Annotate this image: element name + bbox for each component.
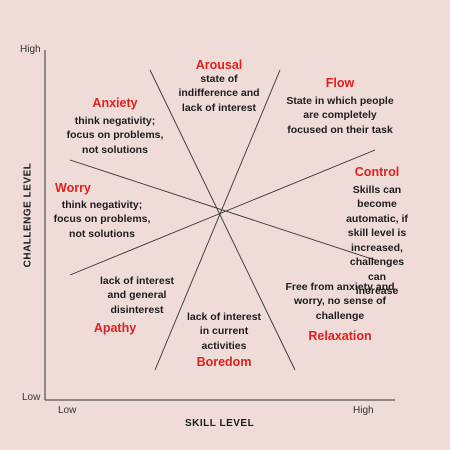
divider-lines — [69, 69, 376, 371]
divider-line-4 — [69, 149, 376, 276]
state-relaxation-title: Relaxation — [308, 329, 372, 344]
state-worry-desc-block: think negativity; focus on problems, not… — [54, 198, 151, 241]
state-apathy-desc-block: lack of interest and general disinterest — [100, 274, 174, 317]
y-axis-high-label: High — [20, 44, 41, 55]
state-anxiety: Anxiety think negativity; focus on probl… — [67, 96, 164, 157]
state-apathy: Apathy — [94, 321, 136, 335]
state-flow-desc: State in which people are completely foc… — [286, 95, 394, 136]
state-apathy-desc: lack of interest and general disinterest — [99, 275, 175, 316]
state-anxiety-title: Anxiety — [92, 96, 138, 110]
state-worry: Worry — [55, 181, 91, 195]
state-control-title: Control — [354, 165, 400, 179]
divider-line-1 — [149, 69, 296, 371]
y-axis-low-label: Low — [22, 392, 41, 403]
divider-line-2 — [154, 69, 281, 371]
state-arousal-title: Arousal — [195, 58, 243, 72]
state-boredom-desc: lack of interest in current activities — [186, 311, 262, 352]
divider-line-3 — [69, 159, 376, 261]
y-axis-title: CHALLENGE LEVEL — [22, 162, 34, 268]
state-arousal-desc: state of indifference and lack of intere… — [178, 73, 260, 114]
state-arousal: Arousal state of indifference and lack o… — [178, 58, 259, 115]
x-axis-low-label: Low — [58, 405, 77, 416]
state-anxiety-desc: think negativity; focus on problems, not… — [66, 115, 164, 156]
state-flow-title: Flow — [325, 76, 355, 90]
state-boredom: lack of interest in current activities B… — [187, 310, 261, 369]
state-control-desc: Skills can become automatic, if skill le… — [346, 184, 408, 298]
state-worry-title: Worry — [55, 181, 91, 195]
state-worry-desc: think negativity; focus on problems, not… — [53, 199, 151, 240]
state-flow: Flow State in which people are completel… — [286, 76, 393, 137]
state-boredom-title: Boredom — [196, 355, 252, 370]
state-relaxation-desc: Free from anxiety and worry, no sense of… — [285, 281, 395, 322]
state-control: Control Skills can become automatic, if … — [341, 165, 414, 299]
x-axis-title: SKILL LEVEL — [185, 418, 255, 429]
state-relaxation: Free from anxiety and worry, no sense of… — [285, 280, 394, 343]
x-axis-high-label: High — [353, 405, 374, 416]
state-apathy-title: Apathy — [93, 321, 137, 335]
